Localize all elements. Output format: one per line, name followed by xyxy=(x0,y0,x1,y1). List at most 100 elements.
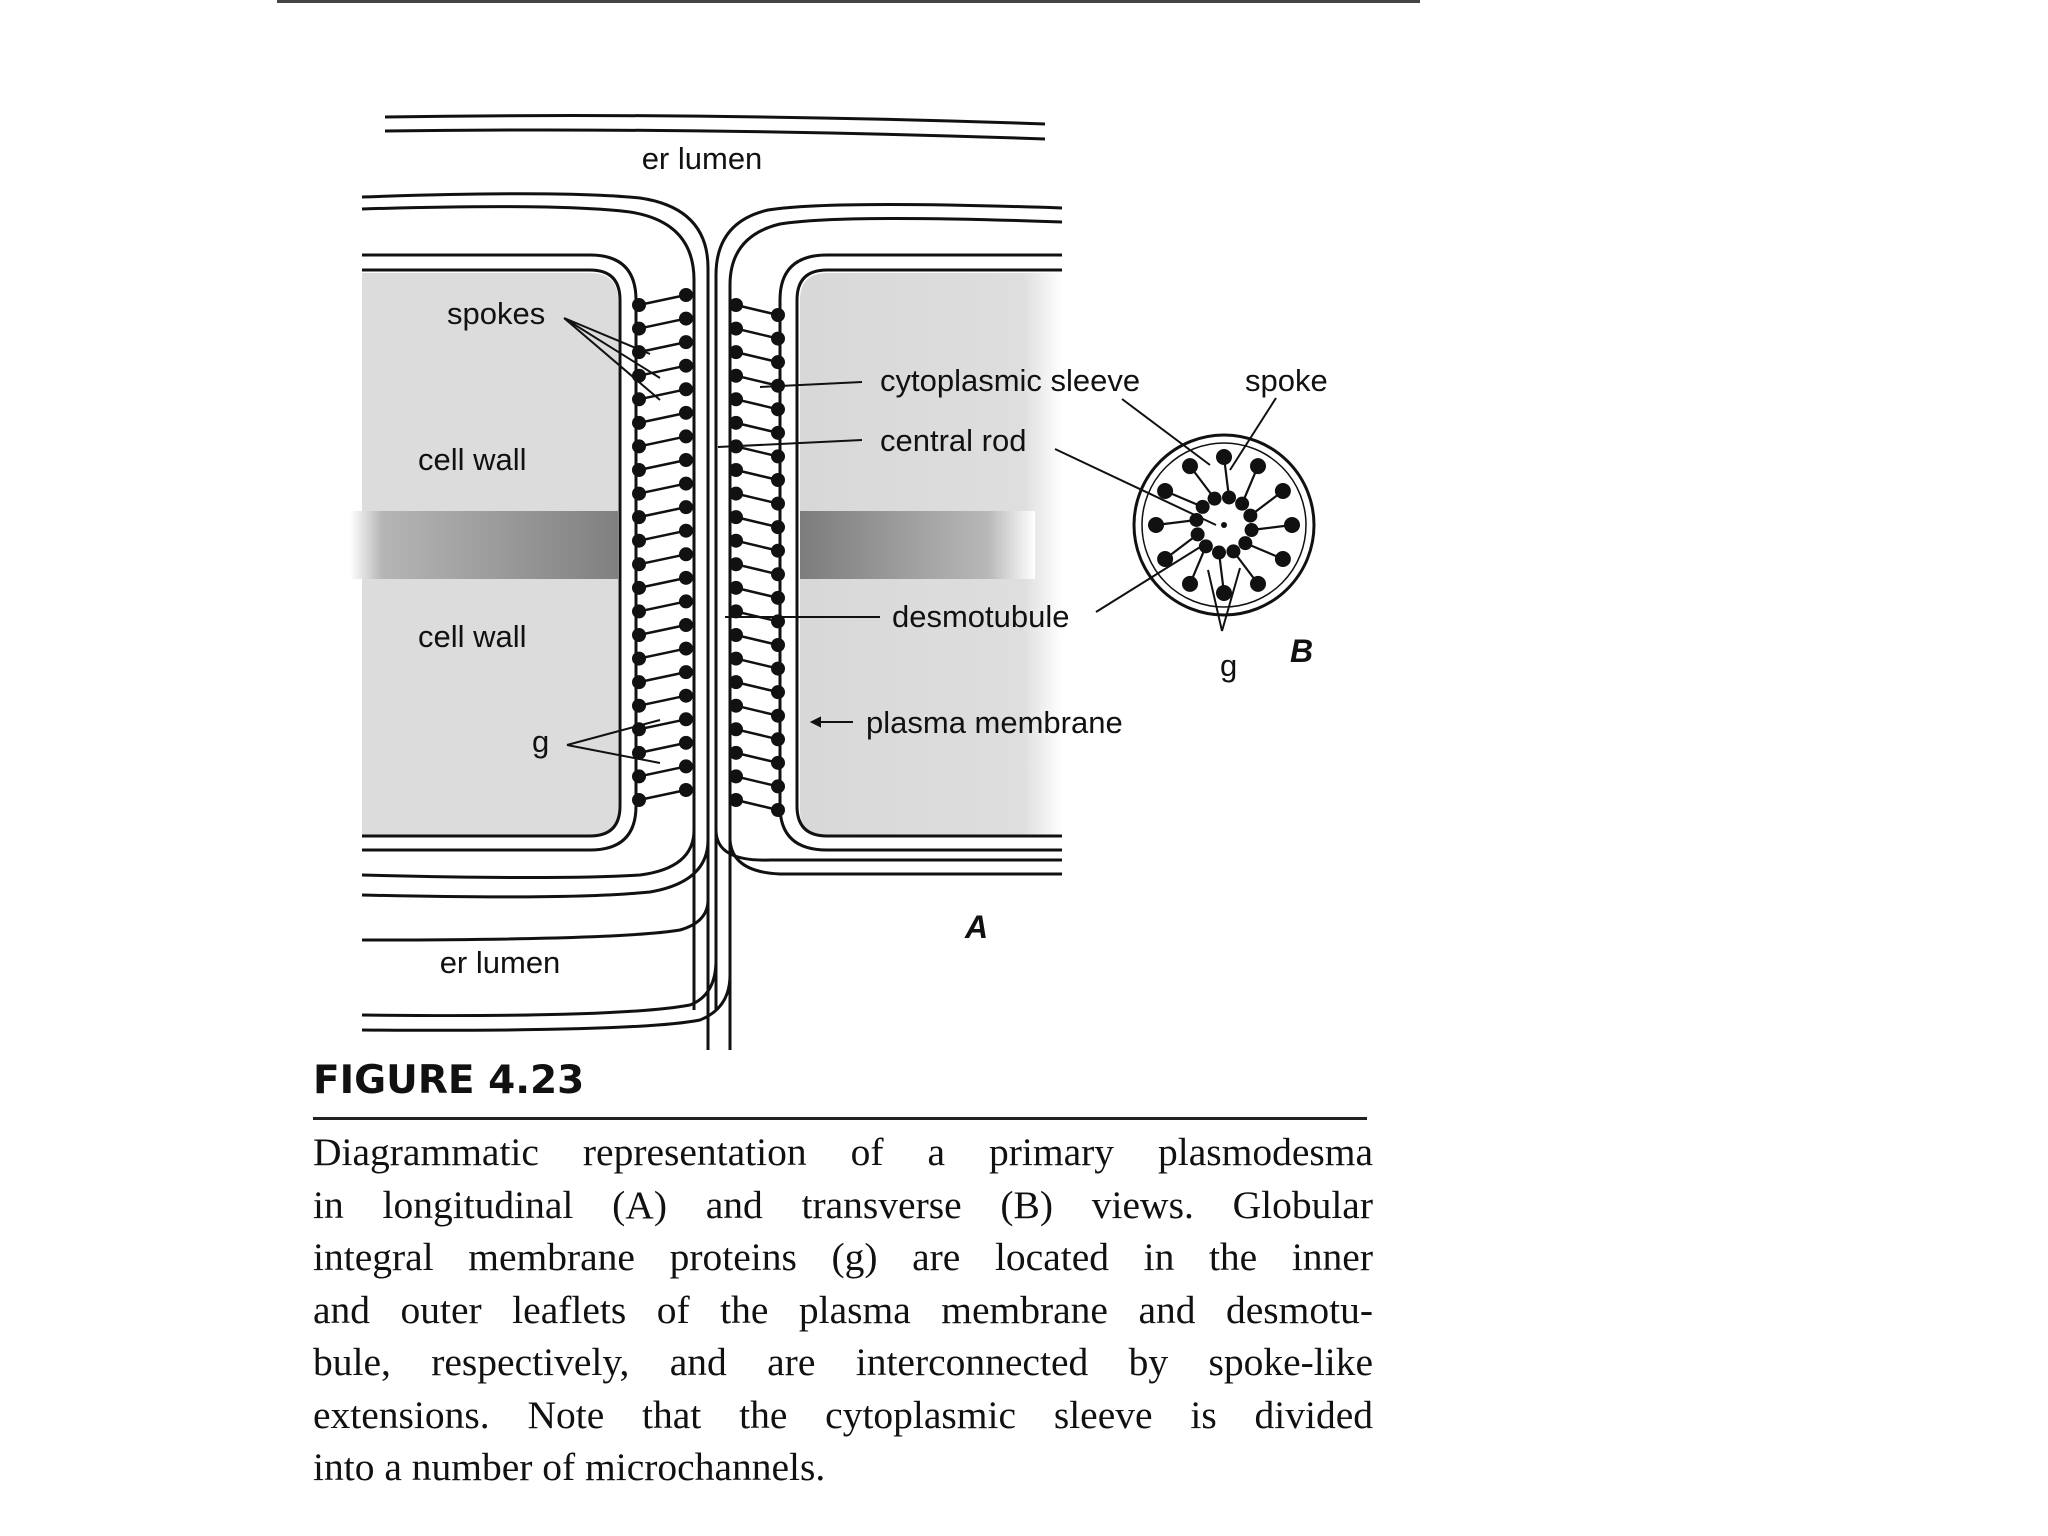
spoke-line xyxy=(735,492,779,505)
globular-protein xyxy=(632,463,646,477)
membrane-line xyxy=(361,829,696,879)
middle-lamella-left xyxy=(350,511,618,579)
spoke-line xyxy=(638,670,687,684)
spoke-line xyxy=(735,586,779,600)
globular-protein xyxy=(771,308,785,322)
spoke-line xyxy=(638,482,687,495)
label-plasma-membrane: plasma membrane xyxy=(866,705,1123,740)
membrane-line xyxy=(714,829,1062,862)
membrane-line xyxy=(728,839,1062,876)
membrane-line xyxy=(384,128,1046,141)
spoke-line xyxy=(638,458,687,472)
spoke-line xyxy=(735,775,779,788)
globular-protein xyxy=(729,392,743,407)
globular-protein xyxy=(679,335,693,350)
globular-protein xyxy=(771,449,785,464)
label-spokes: spokes xyxy=(447,296,545,331)
globular-protein xyxy=(771,708,785,723)
spoke-line xyxy=(735,421,779,435)
globular-protein xyxy=(679,405,693,420)
spoke-line xyxy=(735,445,779,458)
globular-protein xyxy=(771,355,785,370)
globular-protein xyxy=(679,783,693,797)
globular-protein xyxy=(729,651,743,666)
caption-rule xyxy=(313,1117,1367,1120)
globular-protein xyxy=(632,533,646,548)
label-g-right: g xyxy=(1220,648,1237,683)
spoke-line xyxy=(638,623,687,637)
globular-protein xyxy=(679,476,693,491)
globular-protein xyxy=(729,769,743,784)
globular-protein xyxy=(1157,483,1174,499)
leader-g xyxy=(566,719,661,764)
globular-protein xyxy=(771,496,785,511)
spoke-line xyxy=(735,374,779,387)
spoke-line xyxy=(735,468,779,482)
spoke-line xyxy=(638,765,687,778)
globular-protein xyxy=(679,618,693,632)
label-desmotubule: desmotubule xyxy=(892,599,1070,634)
globular-protein xyxy=(1157,551,1174,567)
globular-protein xyxy=(1216,449,1232,465)
globular-protein xyxy=(679,547,693,562)
label-er-lumen-bottom: er lumen xyxy=(440,945,561,980)
globular-protein xyxy=(679,382,693,397)
panel-label-b: B xyxy=(1290,633,1313,669)
membrane-line xyxy=(728,216,1063,1050)
globular-protein xyxy=(771,473,785,487)
spoke-line xyxy=(638,647,687,660)
globular-protein xyxy=(729,533,743,548)
globular-protein xyxy=(729,698,743,713)
globular-protein xyxy=(771,755,785,770)
spoke-line xyxy=(735,515,779,529)
caption-line: into a number of microchannels. xyxy=(313,1445,826,1489)
label-cell-wall-lower: cell wall xyxy=(418,619,527,654)
globular-protein xyxy=(729,557,743,572)
globular-protein xyxy=(771,402,785,417)
globular-protein xyxy=(1243,508,1258,523)
spoke-line xyxy=(735,327,779,340)
membrane-line xyxy=(361,192,710,1050)
globular-protein xyxy=(679,712,693,727)
globular-protein xyxy=(1207,491,1222,506)
membrane-line xyxy=(384,114,1046,126)
membrane-line xyxy=(361,959,718,1018)
leader-cytoplasmic-sleeve-transverse xyxy=(1121,398,1211,466)
label-cytoplasmic-sleeve: cytoplasmic sleeve xyxy=(880,363,1140,398)
label-er-lumen-top: er lumen xyxy=(642,141,763,176)
label-g-left: g xyxy=(532,724,549,759)
spoke-line xyxy=(638,388,687,401)
label-cell-wall-upper: cell wall xyxy=(418,442,527,477)
spoke-line xyxy=(638,435,687,448)
globular-protein xyxy=(632,651,646,666)
globular-protein xyxy=(632,604,646,619)
spoke-line xyxy=(638,600,687,613)
central-rod-dot xyxy=(1221,522,1227,528)
globular-protein xyxy=(1222,490,1237,505)
spoke-line xyxy=(735,680,779,694)
globular-protein xyxy=(632,392,646,407)
leader-central-rod-transverse xyxy=(1054,448,1217,526)
globular-protein xyxy=(632,368,646,383)
spoke-line xyxy=(735,398,779,411)
membrane-line xyxy=(714,202,1063,1010)
spoke-line xyxy=(638,364,687,377)
globular-protein xyxy=(679,358,693,373)
globular-protein xyxy=(1274,551,1291,567)
globular-protein xyxy=(679,759,693,774)
globular-protein xyxy=(1182,458,1198,475)
transverse-inner-membrane xyxy=(1141,442,1307,608)
membrane-line xyxy=(362,268,622,838)
arrowhead-plasma-membrane xyxy=(809,716,821,728)
figure-caption: Diagrammatic representation of a primary… xyxy=(313,1126,1373,1494)
globular-protein xyxy=(729,321,743,336)
globular-protein xyxy=(1235,496,1250,511)
middle-lamella-right xyxy=(800,511,1035,579)
globular-protein xyxy=(771,543,785,558)
spoke-line xyxy=(735,751,779,765)
globular-protein xyxy=(1250,458,1266,475)
globular-protein xyxy=(771,732,785,747)
spoke-line xyxy=(735,350,779,364)
globular-protein xyxy=(1250,575,1266,592)
globular-protein xyxy=(729,298,743,312)
